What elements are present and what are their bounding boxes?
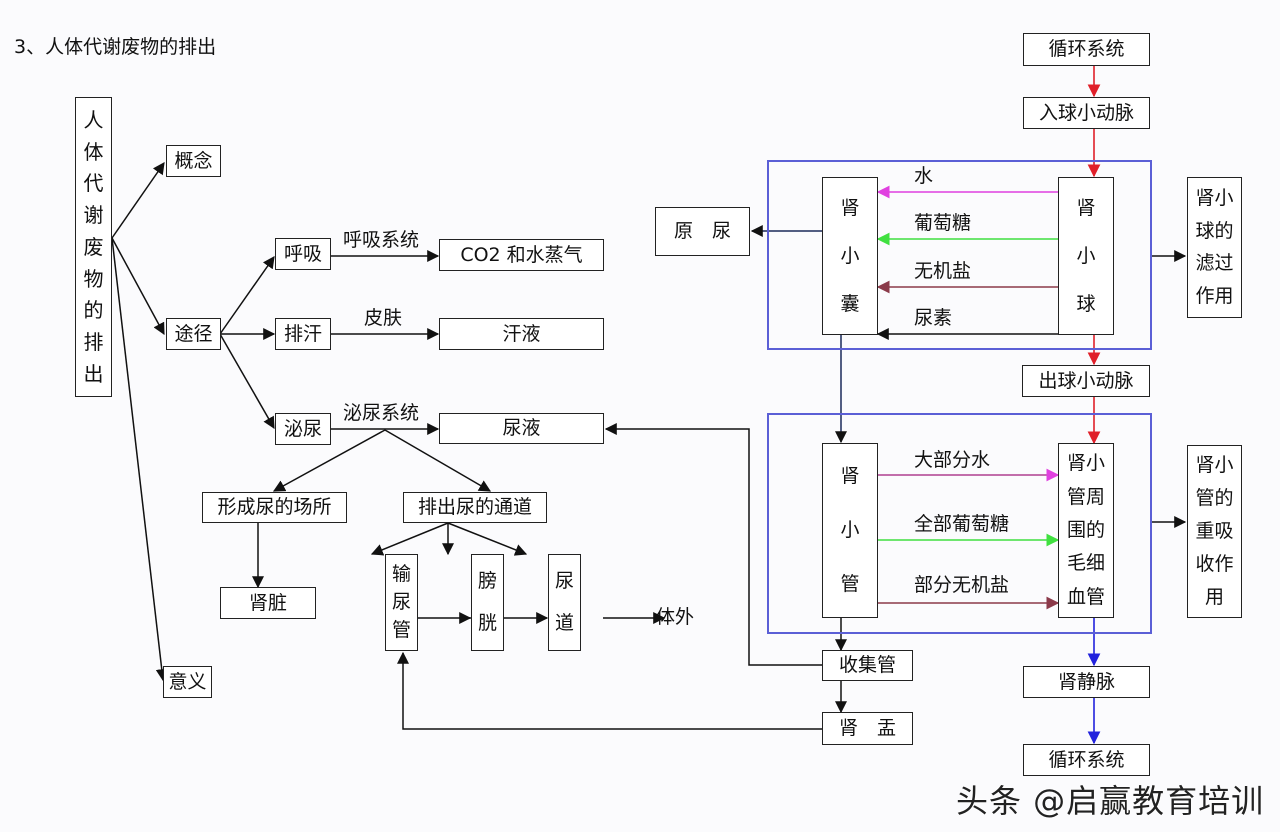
node-bladder: 膀 胱 bbox=[471, 554, 504, 651]
edge-root-route bbox=[111, 237, 165, 336]
root-char: 物 bbox=[83, 266, 104, 291]
edge-system-formation bbox=[272, 429, 386, 492]
node-renal-vein: 肾静脉 bbox=[1023, 666, 1150, 698]
glomerulus-char: 肾 bbox=[1076, 196, 1096, 219]
capillaries-line: 毛细 bbox=[1066, 552, 1105, 575]
root-char: 的 bbox=[83, 298, 104, 323]
root-node: 人 体 代 谢 废 物 的 排 出 bbox=[75, 97, 112, 397]
node-primary-urine: 原 尿 bbox=[655, 207, 750, 256]
node-urethra: 尿 道 bbox=[548, 554, 581, 651]
label-urea: 尿素 bbox=[914, 307, 953, 329]
label-urinary-system: 泌尿系统 bbox=[343, 402, 420, 424]
edge-collecting-urine bbox=[604, 423, 822, 666]
urethra-char: 尿 bbox=[554, 570, 574, 593]
node-route: 途径 bbox=[166, 318, 221, 350]
root-char: 体 bbox=[83, 139, 104, 164]
bladder-char: 胱 bbox=[477, 611, 497, 634]
filtration-effect-line: 肾小 bbox=[1195, 186, 1234, 209]
capillaries-line: 血管 bbox=[1066, 585, 1105, 608]
node-urine: 尿液 bbox=[439, 413, 604, 444]
edge-excretion-urethra bbox=[447, 522, 528, 556]
glomerulus-char: 小 bbox=[1076, 244, 1096, 267]
filtration-frame bbox=[767, 160, 1152, 350]
node-circulation-bottom: 循环系统 bbox=[1023, 744, 1150, 776]
edge-system-excretion bbox=[384, 429, 492, 492]
reabsorption-effect-line: 肾小 bbox=[1195, 454, 1234, 476]
root-char: 出 bbox=[83, 362, 104, 386]
node-sweat: 汗液 bbox=[439, 318, 604, 350]
reabsorption-effect-line: 重吸 bbox=[1195, 520, 1234, 542]
label-salts: 无机盐 bbox=[914, 260, 972, 282]
root-char: 谢 bbox=[83, 203, 104, 228]
node-tubule: 肾 小 管 bbox=[822, 443, 878, 618]
tubule-char: 肾 bbox=[840, 465, 860, 488]
edge-pelvis-ureter bbox=[397, 651, 822, 730]
watermark: 头条 @启赢教育培训 bbox=[956, 782, 1265, 820]
filtration-effect-line: 作用 bbox=[1195, 285, 1234, 308]
root-char: 代 bbox=[83, 171, 104, 196]
node-glomerulus: 肾 小 球 bbox=[1058, 177, 1114, 335]
ureter-char: 管 bbox=[391, 618, 411, 641]
root-char: 排 bbox=[83, 330, 104, 355]
edge-excretion-ureter bbox=[370, 522, 449, 556]
reabsorption-effect-line: 管的 bbox=[1195, 487, 1234, 509]
label-water: 水 bbox=[914, 165, 934, 187]
capillaries-line: 肾小 bbox=[1066, 452, 1105, 475]
ureter-char: 尿 bbox=[391, 590, 411, 613]
ureter-char: 输 bbox=[391, 563, 411, 586]
node-ureter: 输 尿 管 bbox=[385, 554, 418, 651]
edge-route-urination bbox=[219, 333, 275, 430]
capsule-char: 肾 bbox=[840, 196, 860, 219]
capsule-char: 小 bbox=[840, 244, 860, 267]
capillaries-line: 围的 bbox=[1066, 518, 1105, 541]
node-breathing: 呼吸 bbox=[275, 238, 331, 270]
reabsorption-effect-line: 收作 bbox=[1195, 553, 1234, 575]
capillaries-line: 管周 bbox=[1066, 485, 1105, 508]
node-kidney: 肾脏 bbox=[220, 587, 316, 619]
label-outside-body: 体外 bbox=[656, 606, 695, 628]
edge-root-concept bbox=[111, 162, 165, 239]
edge-root-meaning bbox=[111, 237, 168, 682]
label-reabs-water: 大部分水 bbox=[914, 449, 991, 471]
root-char: 人 bbox=[83, 107, 104, 132]
tubule-char: 小 bbox=[840, 518, 860, 541]
node-sweating: 排汗 bbox=[275, 318, 331, 350]
label-skin: 皮肤 bbox=[364, 307, 403, 329]
node-filtration-effect: 肾小 球的 滤过 作用 bbox=[1187, 177, 1242, 318]
node-capsule: 肾 小 囊 bbox=[822, 177, 878, 335]
node-meaning: 意义 bbox=[163, 666, 212, 698]
tubule-char: 管 bbox=[840, 572, 860, 595]
node-circulation-top: 循环系统 bbox=[1023, 33, 1150, 66]
node-co2-vapor: CO2 和水蒸气 bbox=[439, 239, 604, 271]
glomerulus-char: 球 bbox=[1076, 292, 1096, 315]
node-urination: 泌尿 bbox=[275, 413, 331, 445]
label-reabs-salts: 部分无机盐 bbox=[914, 574, 1010, 596]
node-collecting-duct: 收集管 bbox=[822, 650, 913, 681]
urethra-char: 道 bbox=[554, 611, 574, 634]
node-urine-formation-site: 形成尿的场所 bbox=[202, 492, 347, 523]
root-char: 废 bbox=[83, 234, 104, 259]
label-glucose: 葡萄糖 bbox=[914, 212, 972, 234]
node-efferent-arteriole: 出球小动脉 bbox=[1022, 365, 1150, 397]
filtration-effect-line: 球的 bbox=[1195, 219, 1234, 242]
bladder-char: 膀 bbox=[477, 570, 497, 593]
reabsorption-frame bbox=[767, 413, 1152, 634]
capsule-char: 囊 bbox=[840, 292, 860, 315]
page-title: 3、人体代谢废物的排出 bbox=[14, 36, 217, 58]
node-capillaries: 肾小 管周 围的 毛细 血管 bbox=[1058, 443, 1114, 618]
filtration-effect-line: 滤过 bbox=[1195, 252, 1234, 275]
node-reabsorption-effect: 肾小 管的 重吸 收作 用 bbox=[1187, 445, 1242, 618]
node-renal-pelvis: 肾 盂 bbox=[822, 712, 913, 745]
label-breathing-system: 呼吸系统 bbox=[343, 229, 420, 251]
node-afferent-arteriole: 入球小动脉 bbox=[1023, 97, 1150, 129]
edge-route-breathing bbox=[219, 256, 275, 335]
node-urine-excretion-path: 排出尿的通道 bbox=[403, 492, 547, 523]
reabsorption-effect-line: 用 bbox=[1204, 586, 1224, 608]
label-reabs-glucose: 全部葡萄糖 bbox=[914, 513, 1010, 535]
node-concept: 概念 bbox=[166, 145, 221, 177]
